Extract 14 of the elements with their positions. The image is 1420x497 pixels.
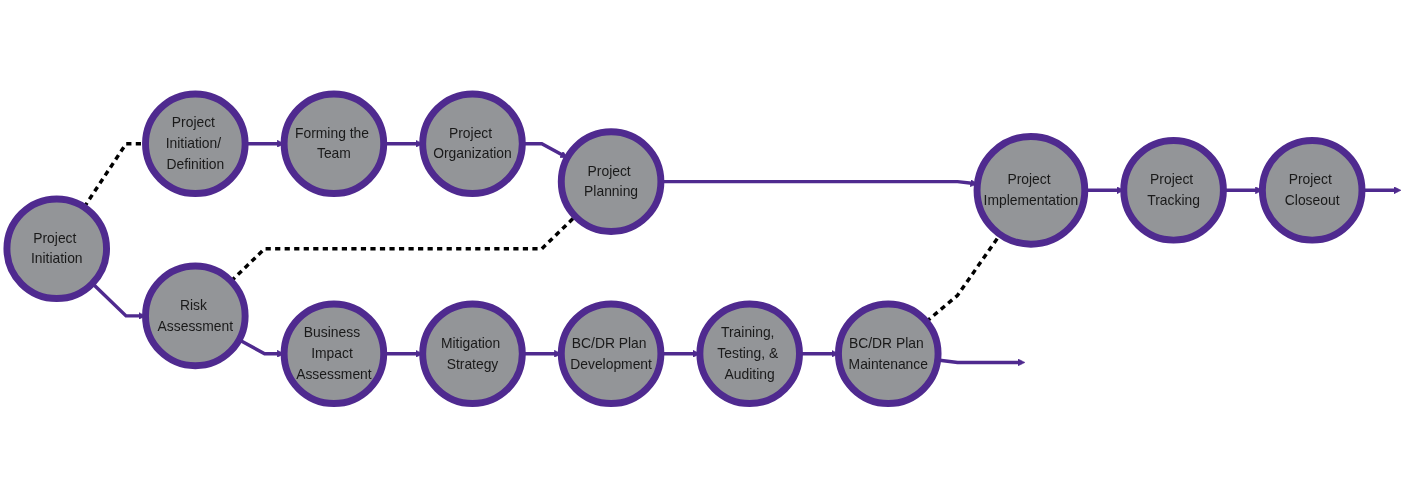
node-circle: BC/DR Plan Maintenance — [835, 300, 942, 407]
node-circle: Project Closeout — [1258, 136, 1366, 244]
node-circle: Risk Assessment — [142, 262, 249, 369]
node-circle: Project Organization — [419, 90, 526, 197]
node-circle: Project Initiation/ Definition — [142, 90, 249, 197]
node-circle: Project Tracking — [1120, 136, 1227, 244]
node-circle: Business Impact Assessment — [280, 300, 388, 407]
node-circle: Project Implementation — [973, 132, 1089, 248]
node-circle: BC/DR Plan Development — [557, 300, 665, 407]
node-circle: Mitigation Strategy — [419, 300, 526, 407]
node-circle: Project Initiation — [3, 195, 110, 302]
node-circle: Training, Testing, & Auditing — [696, 300, 803, 407]
node-circle: Project Planning — [557, 128, 665, 235]
node-circle: Forming the Team — [280, 90, 388, 197]
